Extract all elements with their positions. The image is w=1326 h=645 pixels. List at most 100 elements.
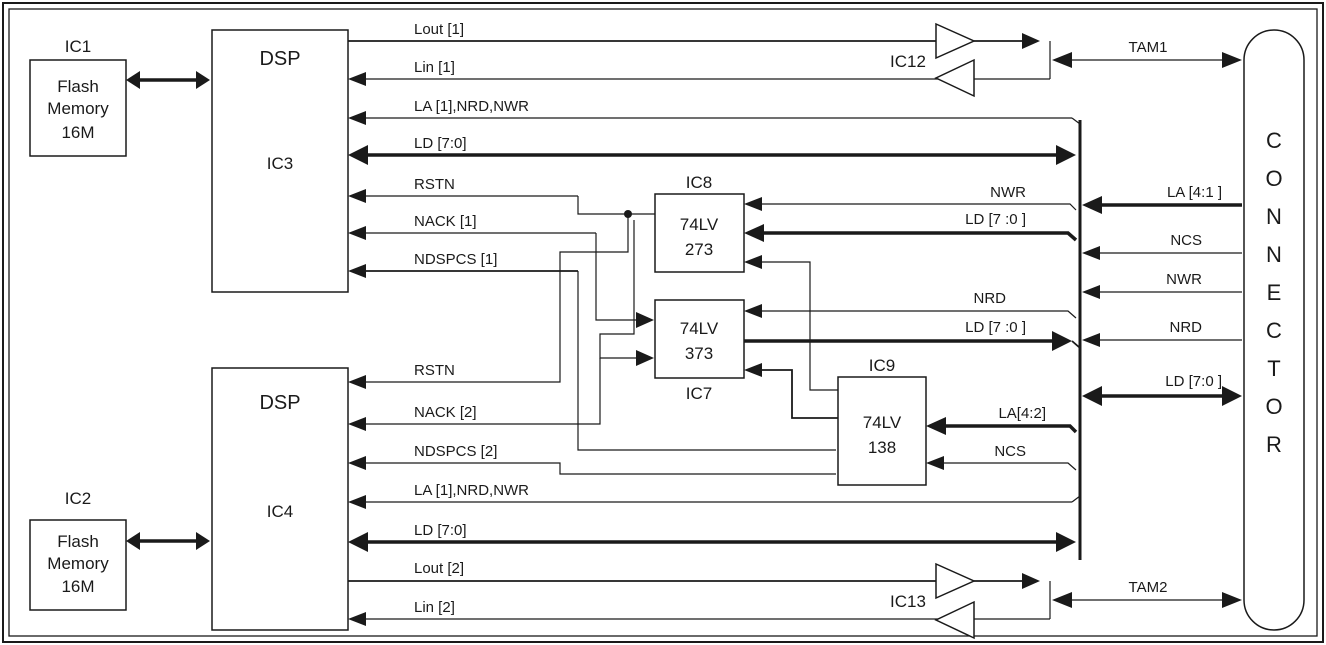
ic3-dsp-box <box>211 29 349 293</box>
ic8-label-1: 74LV <box>680 215 719 234</box>
ic9-to-ic8 <box>762 261 838 391</box>
arrowhead <box>1052 592 1072 608</box>
ndspcs2-label: NDSPCS [2] <box>414 443 497 460</box>
ic12-ref: IC12 <box>890 52 926 71</box>
la42-to-ic9 <box>946 424 1078 434</box>
ic4-dsp-box <box>211 367 349 631</box>
ncs-ic9-label: NCS <box>994 443 1026 460</box>
rstn-to-ic8 <box>577 196 655 215</box>
rstn-to-ic4 <box>364 214 629 383</box>
ic2-label-1: Flash <box>57 532 99 551</box>
ic13-ref: IC13 <box>890 592 926 611</box>
connector-letter: C <box>1266 128 1282 153</box>
arrowhead <box>744 255 762 269</box>
inner-frame <box>8 8 1318 637</box>
ic1-label-1: Flash <box>57 77 99 96</box>
ld-ic8-label: LD [7 :0 ] <box>965 211 1026 228</box>
rstn-top-label: RSTN <box>414 176 455 193</box>
arrowhead <box>1082 386 1102 406</box>
ic1-label-2: Memory <box>47 99 109 118</box>
ic12-rx-buffer <box>934 58 975 98</box>
arrowhead <box>1052 52 1072 68</box>
la1-bottom-label: LA [1],NRD,NWR <box>414 482 529 499</box>
arrowhead <box>1056 532 1076 552</box>
ic7-ref: IC7 <box>686 384 712 403</box>
ld-to-ic8 <box>762 231 1078 242</box>
arrowhead <box>348 226 366 240</box>
arrowhead <box>126 71 140 89</box>
arrowhead <box>744 197 762 211</box>
arrowhead <box>348 111 366 125</box>
arrowhead <box>1082 196 1102 214</box>
lin1-label: Lin [1] <box>414 59 455 76</box>
connector-letter: T <box>1267 356 1280 381</box>
arrowhead <box>744 304 762 318</box>
arrowhead <box>1222 592 1242 608</box>
ic2-label-2: Memory <box>47 554 109 573</box>
bus-tap <box>1071 495 1081 503</box>
ic9-label-2: 138 <box>868 438 896 457</box>
connector-letter: N <box>1266 242 1282 267</box>
arrowhead <box>1082 333 1100 347</box>
lout2-label: Lout [2] <box>414 560 464 577</box>
ncs-conn-label: NCS <box>1170 232 1202 249</box>
ld-bottom-label: LD [7:0] <box>414 522 467 539</box>
ic9-label-1: 74LV <box>863 413 902 432</box>
nwr-conn-label: NWR <box>1166 271 1202 288</box>
ic2-label-3: 16M <box>61 577 94 596</box>
ic12-tx-buffer <box>935 22 976 60</box>
ic8-ref: IC8 <box>686 173 712 192</box>
nrd-to-ic7 <box>762 310 1077 319</box>
ndspcs2-wire <box>364 462 836 475</box>
arrowhead <box>196 532 210 550</box>
ndspcs1-to-ic9 <box>577 271 836 451</box>
connector-box <box>1243 29 1305 631</box>
ic9-box <box>837 376 927 486</box>
connector-letter: R <box>1266 432 1282 457</box>
nack2-label: NACK [2] <box>414 404 477 421</box>
arrowhead <box>348 189 366 203</box>
la41-label: LA [4:1 ] <box>1167 184 1222 201</box>
ic7-label-2: 373 <box>685 344 713 363</box>
arrowhead <box>1222 386 1242 406</box>
rstn-ic7-link <box>599 220 636 359</box>
ld-top-label: LD [7:0] <box>414 135 467 152</box>
connector-letter: C <box>1266 318 1282 343</box>
arrowhead <box>348 145 368 165</box>
ic4-ref: IC4 <box>267 502 293 521</box>
nrd-conn-label: NRD <box>1170 319 1203 336</box>
ic1-label-3: 16M <box>61 123 94 142</box>
ic7-label-1: 74LV <box>680 319 719 338</box>
ic3-title: DSP <box>259 48 300 70</box>
arrowhead <box>348 532 368 552</box>
arrowhead <box>348 612 366 626</box>
connector-letter: N <box>1266 204 1282 229</box>
ncs-to-ic9 <box>944 462 1077 471</box>
arrowhead <box>196 71 210 89</box>
arrowhead <box>1056 145 1076 165</box>
lin2-label: Lin [2] <box>414 599 455 616</box>
ic9-ref: IC9 <box>869 356 895 375</box>
arrowhead <box>744 363 762 377</box>
ic8-label-2: 273 <box>685 240 713 259</box>
bus-tap <box>1071 340 1081 349</box>
arrowhead <box>1082 285 1100 299</box>
arrowhead <box>348 417 366 431</box>
ld-conn-label: LD [7:0 ] <box>1165 373 1222 390</box>
ic1-ref: IC1 <box>65 37 91 56</box>
nrd-ic7-label: NRD <box>974 290 1007 307</box>
arrowhead <box>636 312 654 328</box>
arrowhead <box>348 495 366 509</box>
tam1-label: TAM1 <box>1129 39 1168 56</box>
ndspcs1-label: NDSPCS [1] <box>414 251 497 268</box>
ic13-rx-buffer <box>934 600 975 640</box>
tam2-label: TAM2 <box>1129 579 1168 596</box>
arrowhead <box>348 264 366 278</box>
arrowhead <box>348 375 366 389</box>
arrowhead <box>1222 52 1242 68</box>
arrowhead <box>1022 573 1040 589</box>
ic3-ref: IC3 <box>267 154 293 173</box>
